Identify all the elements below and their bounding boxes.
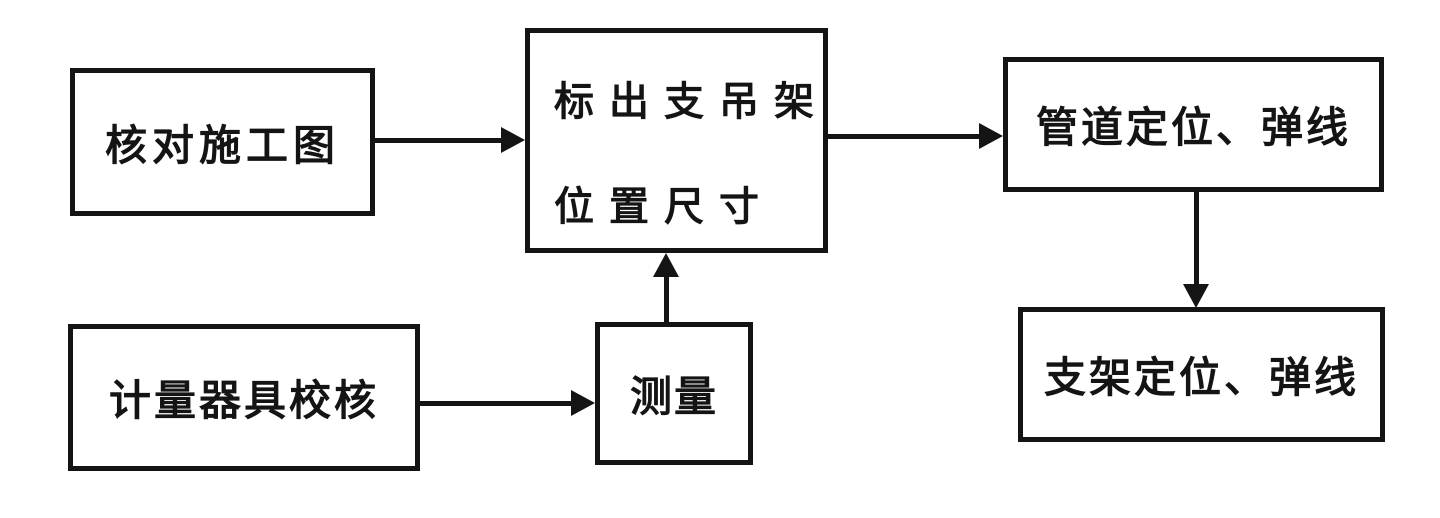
node-measure-label: 测量 [629, 373, 718, 420]
node-measuring-instrument-check: 计量器具校核 [68, 324, 420, 471]
arrow-mark-to-pipe-head [979, 123, 1003, 149]
node-mark-support-hanger-position-label-line2: 位置尺寸 [554, 185, 774, 229]
arrow-measure-to-mark-line [664, 274, 669, 322]
arrow-pipe-to-support-line [1194, 192, 1199, 286]
node-support-positioning-chalk-line-label: 支架定位、弹线 [1043, 354, 1359, 401]
node-measure: 测量 [595, 322, 753, 465]
node-check-construction-drawing-label: 核对施工图 [104, 121, 340, 169]
arrow-mark-to-pipe-line [828, 134, 981, 139]
node-pipe-positioning-chalk-line: 管道定位、弹线 [1003, 57, 1384, 192]
node-support-positioning-chalk-line: 支架定位、弹线 [1018, 307, 1385, 442]
arrow-instrument-to-measure-line [420, 401, 573, 406]
arrow-check-to-mark-line [375, 138, 505, 143]
node-mark-support-hanger-position: 标出支吊架 位置尺寸 [525, 28, 828, 253]
node-mark-support-hanger-position-label-line1: 标出支吊架 [554, 80, 829, 124]
arrow-pipe-to-support-head [1183, 284, 1209, 308]
node-check-construction-drawing: 核对施工图 [70, 68, 375, 216]
arrow-instrument-to-measure-head [571, 390, 595, 416]
node-measuring-instrument-check-label: 计量器具校核 [108, 377, 379, 424]
arrow-measure-to-mark-head [653, 253, 679, 277]
node-pipe-positioning-chalk-line-label: 管道定位、弹线 [1035, 104, 1351, 151]
arrow-check-to-mark-head [501, 127, 525, 153]
